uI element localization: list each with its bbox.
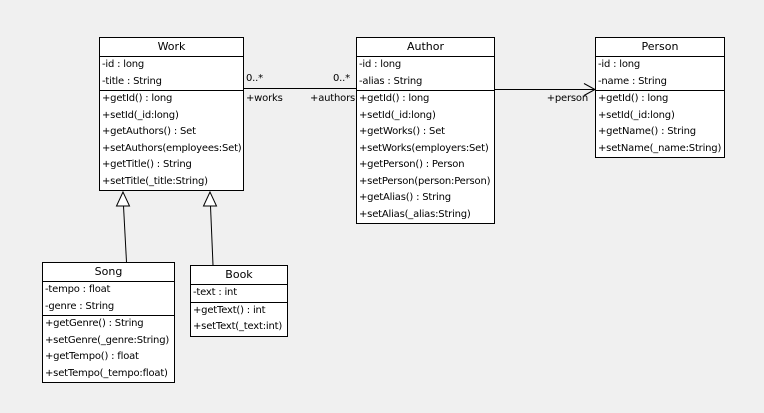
method-row: +setTitle(_title:String) bbox=[102, 175, 208, 187]
attribute-row: -title : String bbox=[102, 75, 162, 87]
method-row: +getTempo() : float bbox=[45, 351, 139, 362]
generalization-book-work[interactable] bbox=[202, 190, 218, 266]
multiplicity-label-work-end: 0..* bbox=[246, 73, 263, 84]
method-row: +setGenre(_genre:String) bbox=[45, 334, 170, 346]
hollow-triangle-icon bbox=[202, 190, 218, 207]
class-box-person[interactable]: Person -id : long -name : String +getId(… bbox=[595, 37, 725, 158]
method-row: +getId() : long bbox=[359, 93, 430, 104]
method-row: +getAlias() : String bbox=[359, 192, 451, 203]
attribute-row: -id : long bbox=[102, 59, 145, 70]
method-row: +getPerson() : Person bbox=[359, 159, 465, 170]
method-row: +getGenre() : String bbox=[45, 318, 144, 329]
attribute-row: -id : long bbox=[359, 59, 402, 70]
generalization-line bbox=[210, 205, 214, 266]
method-row: +getId() : long bbox=[598, 93, 669, 104]
method-row: +setAlias(_alias:String) bbox=[359, 208, 471, 220]
class-title-person: Person bbox=[596, 38, 724, 57]
class-title-author: Author bbox=[357, 38, 494, 57]
role-label-authors: +authors bbox=[310, 93, 355, 104]
generalization-song-work[interactable] bbox=[115, 190, 131, 263]
class-title-song: Song bbox=[43, 263, 174, 282]
generalization-line bbox=[123, 205, 127, 263]
method-row: +getName() : String bbox=[598, 126, 696, 137]
class-box-work[interactable]: Work -id : long -title : String +getId()… bbox=[99, 37, 244, 191]
class-title-book: Book bbox=[191, 266, 287, 285]
method-row: +setText(_text:int) bbox=[193, 321, 283, 332]
method-row: +getId() : long bbox=[102, 93, 173, 104]
attribute-row: -genre : String bbox=[45, 300, 115, 312]
class-box-book[interactable]: Book -text : int +getText() : int +setTe… bbox=[190, 265, 288, 337]
method-row: +getAuthors() : Set bbox=[102, 126, 196, 137]
hollow-triangle-icon bbox=[115, 190, 131, 207]
method-row: +setPerson(person:Person) bbox=[359, 175, 491, 187]
attribute-row: -id : long bbox=[598, 59, 641, 70]
attribute-row: -alias : String bbox=[359, 75, 423, 87]
method-row: +setName(_name:String) bbox=[598, 142, 722, 154]
attribute-row: -name : String bbox=[598, 75, 667, 87]
method-row: +getText() : int bbox=[193, 304, 266, 316]
attribute-row: -text : int bbox=[193, 287, 237, 298]
role-label-works: +works bbox=[246, 93, 283, 104]
method-row: +setId(_id:long) bbox=[359, 109, 436, 121]
method-row: +setAuthors(employees:Set) bbox=[102, 142, 242, 154]
method-row: +getTitle() : String bbox=[102, 159, 192, 170]
attribute-row: -tempo : float bbox=[45, 284, 111, 295]
multiplicity-label-author-end: 0..* bbox=[333, 73, 350, 84]
method-row: +getWorks() : Set bbox=[359, 126, 445, 137]
class-box-song[interactable]: Song -tempo : float -genre : String +get… bbox=[42, 262, 175, 383]
method-row: +setTempo(_tempo:float) bbox=[45, 367, 168, 379]
method-row: +setId(_id:long) bbox=[598, 109, 675, 121]
class-box-author[interactable]: Author -id : long -alias : String +getId… bbox=[356, 37, 495, 224]
class-title-work: Work bbox=[100, 38, 243, 57]
method-row: +setId(_id:long) bbox=[102, 109, 179, 121]
role-label-person: +person bbox=[546, 93, 588, 104]
method-row: +setWorks(employers:Set) bbox=[359, 142, 489, 154]
